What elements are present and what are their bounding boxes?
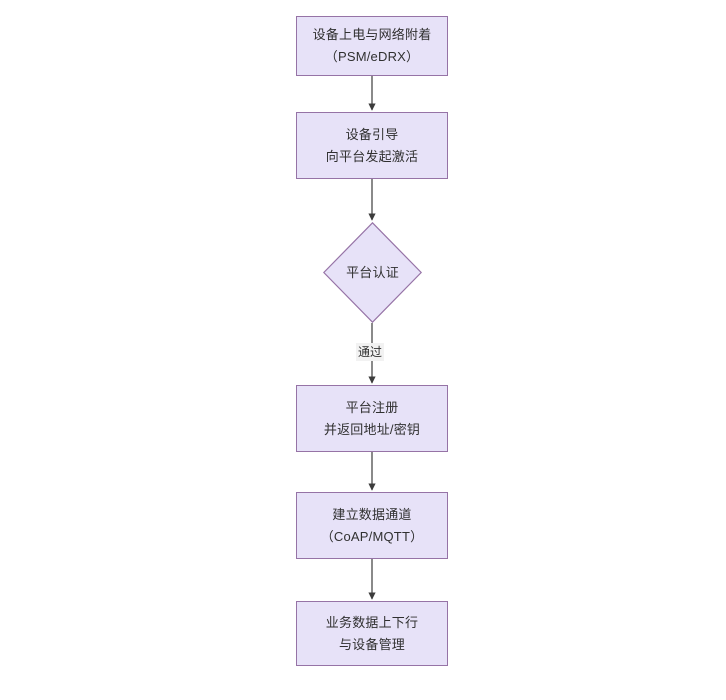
- node-label-line: 设备引导: [345, 126, 399, 142]
- node-platform-authentication[interactable]: 平台认证: [323, 222, 422, 323]
- node-platform-registration[interactable]: 平台注册 并返回地址/密钥: [296, 385, 448, 452]
- node-label-line: 设备上电与网络附着: [312, 27, 432, 42]
- node-label-line: 业务数据上下行: [325, 614, 419, 630]
- node-establish-data-channel[interactable]: 建立数据通道 （CoAP/MQTT）: [296, 492, 448, 559]
- edge-label-pass: 通过: [356, 343, 385, 361]
- node-label-line: 向平台发起激活: [325, 148, 419, 164]
- node-label-line: 建立数据通道: [332, 506, 412, 522]
- node-device-power-on[interactable]: 设备上电与网络附着 （PSM/eDRX）: [296, 16, 448, 76]
- node-label-line: 平台认证: [346, 264, 399, 280]
- node-label-line: 平台注册: [345, 399, 399, 415]
- node-label-line: 并返回地址/密钥: [323, 421, 421, 437]
- node-label-line: （CoAP/MQTT）: [320, 528, 424, 544]
- node-device-bootstrap[interactable]: 设备引导 向平台发起激活: [296, 112, 448, 179]
- node-business-data-and-device-management[interactable]: 业务数据上下行 与设备管理: [296, 601, 448, 666]
- node-label-line: 与设备管理: [338, 636, 405, 652]
- node-label-line: （PSM/eDRX）: [324, 49, 420, 64]
- diamond-shape-icon: [323, 222, 422, 323]
